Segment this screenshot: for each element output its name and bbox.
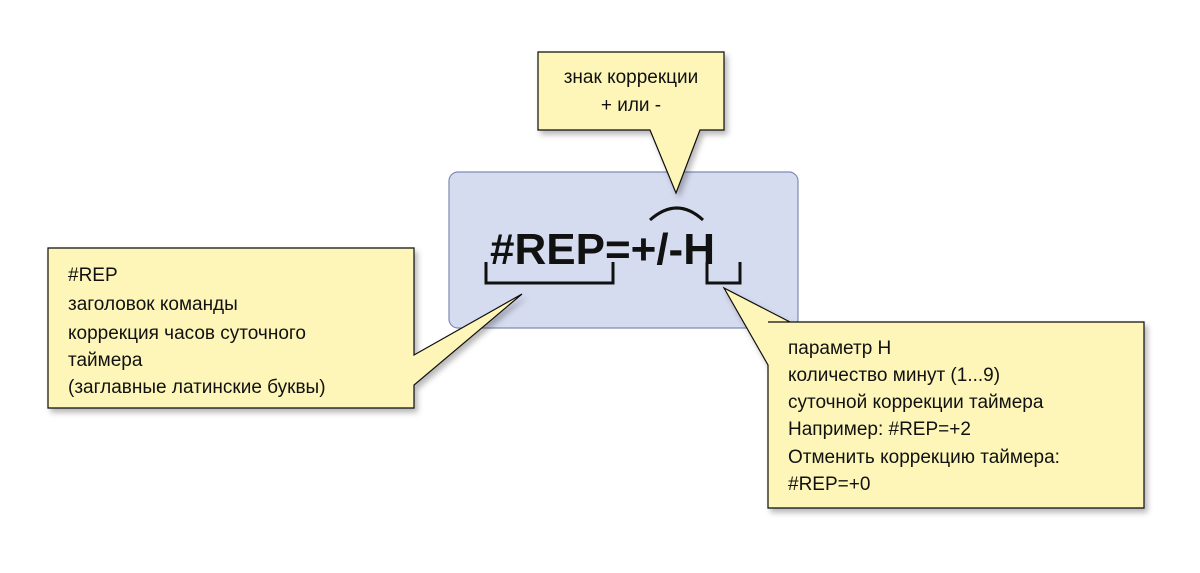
param-callout-line-2: количество минут (1...9) bbox=[788, 365, 1000, 386]
param-bracket bbox=[705, 262, 742, 285]
header-callout-line-4: таймера bbox=[68, 350, 143, 371]
header-callout bbox=[47, 247, 523, 409]
param-callout-line-3: суточной коррекции таймера bbox=[788, 392, 1044, 413]
header-bracket bbox=[484, 262, 615, 285]
param-callout-line-1: параметр H bbox=[788, 338, 891, 359]
param-callout-line-4: Например: #REP=+2 bbox=[788, 419, 971, 440]
sign-callout-line-1: знак коррекции bbox=[564, 67, 699, 88]
param-callout-line-6: #REP=+0 bbox=[788, 474, 870, 495]
param-callout bbox=[722, 286, 1145, 509]
command-box bbox=[448, 171, 799, 329]
sign-callout bbox=[537, 51, 725, 195]
command-text: #REP=+/-H bbox=[490, 225, 715, 274]
param-callout-line-5: Отменить коррекцию таймера: bbox=[788, 447, 1060, 468]
header-callout-line-3: коррекция часов суточного bbox=[68, 323, 306, 344]
sign-callout-line-2: + или - bbox=[601, 95, 661, 116]
header-callout-line-2: заголовок команды bbox=[68, 294, 238, 315]
header-callout-line-1: #REP bbox=[68, 265, 118, 286]
header-callout-line-5: (заглавные латинские буквы) bbox=[68, 377, 326, 398]
sign-arc bbox=[649, 206, 705, 222]
